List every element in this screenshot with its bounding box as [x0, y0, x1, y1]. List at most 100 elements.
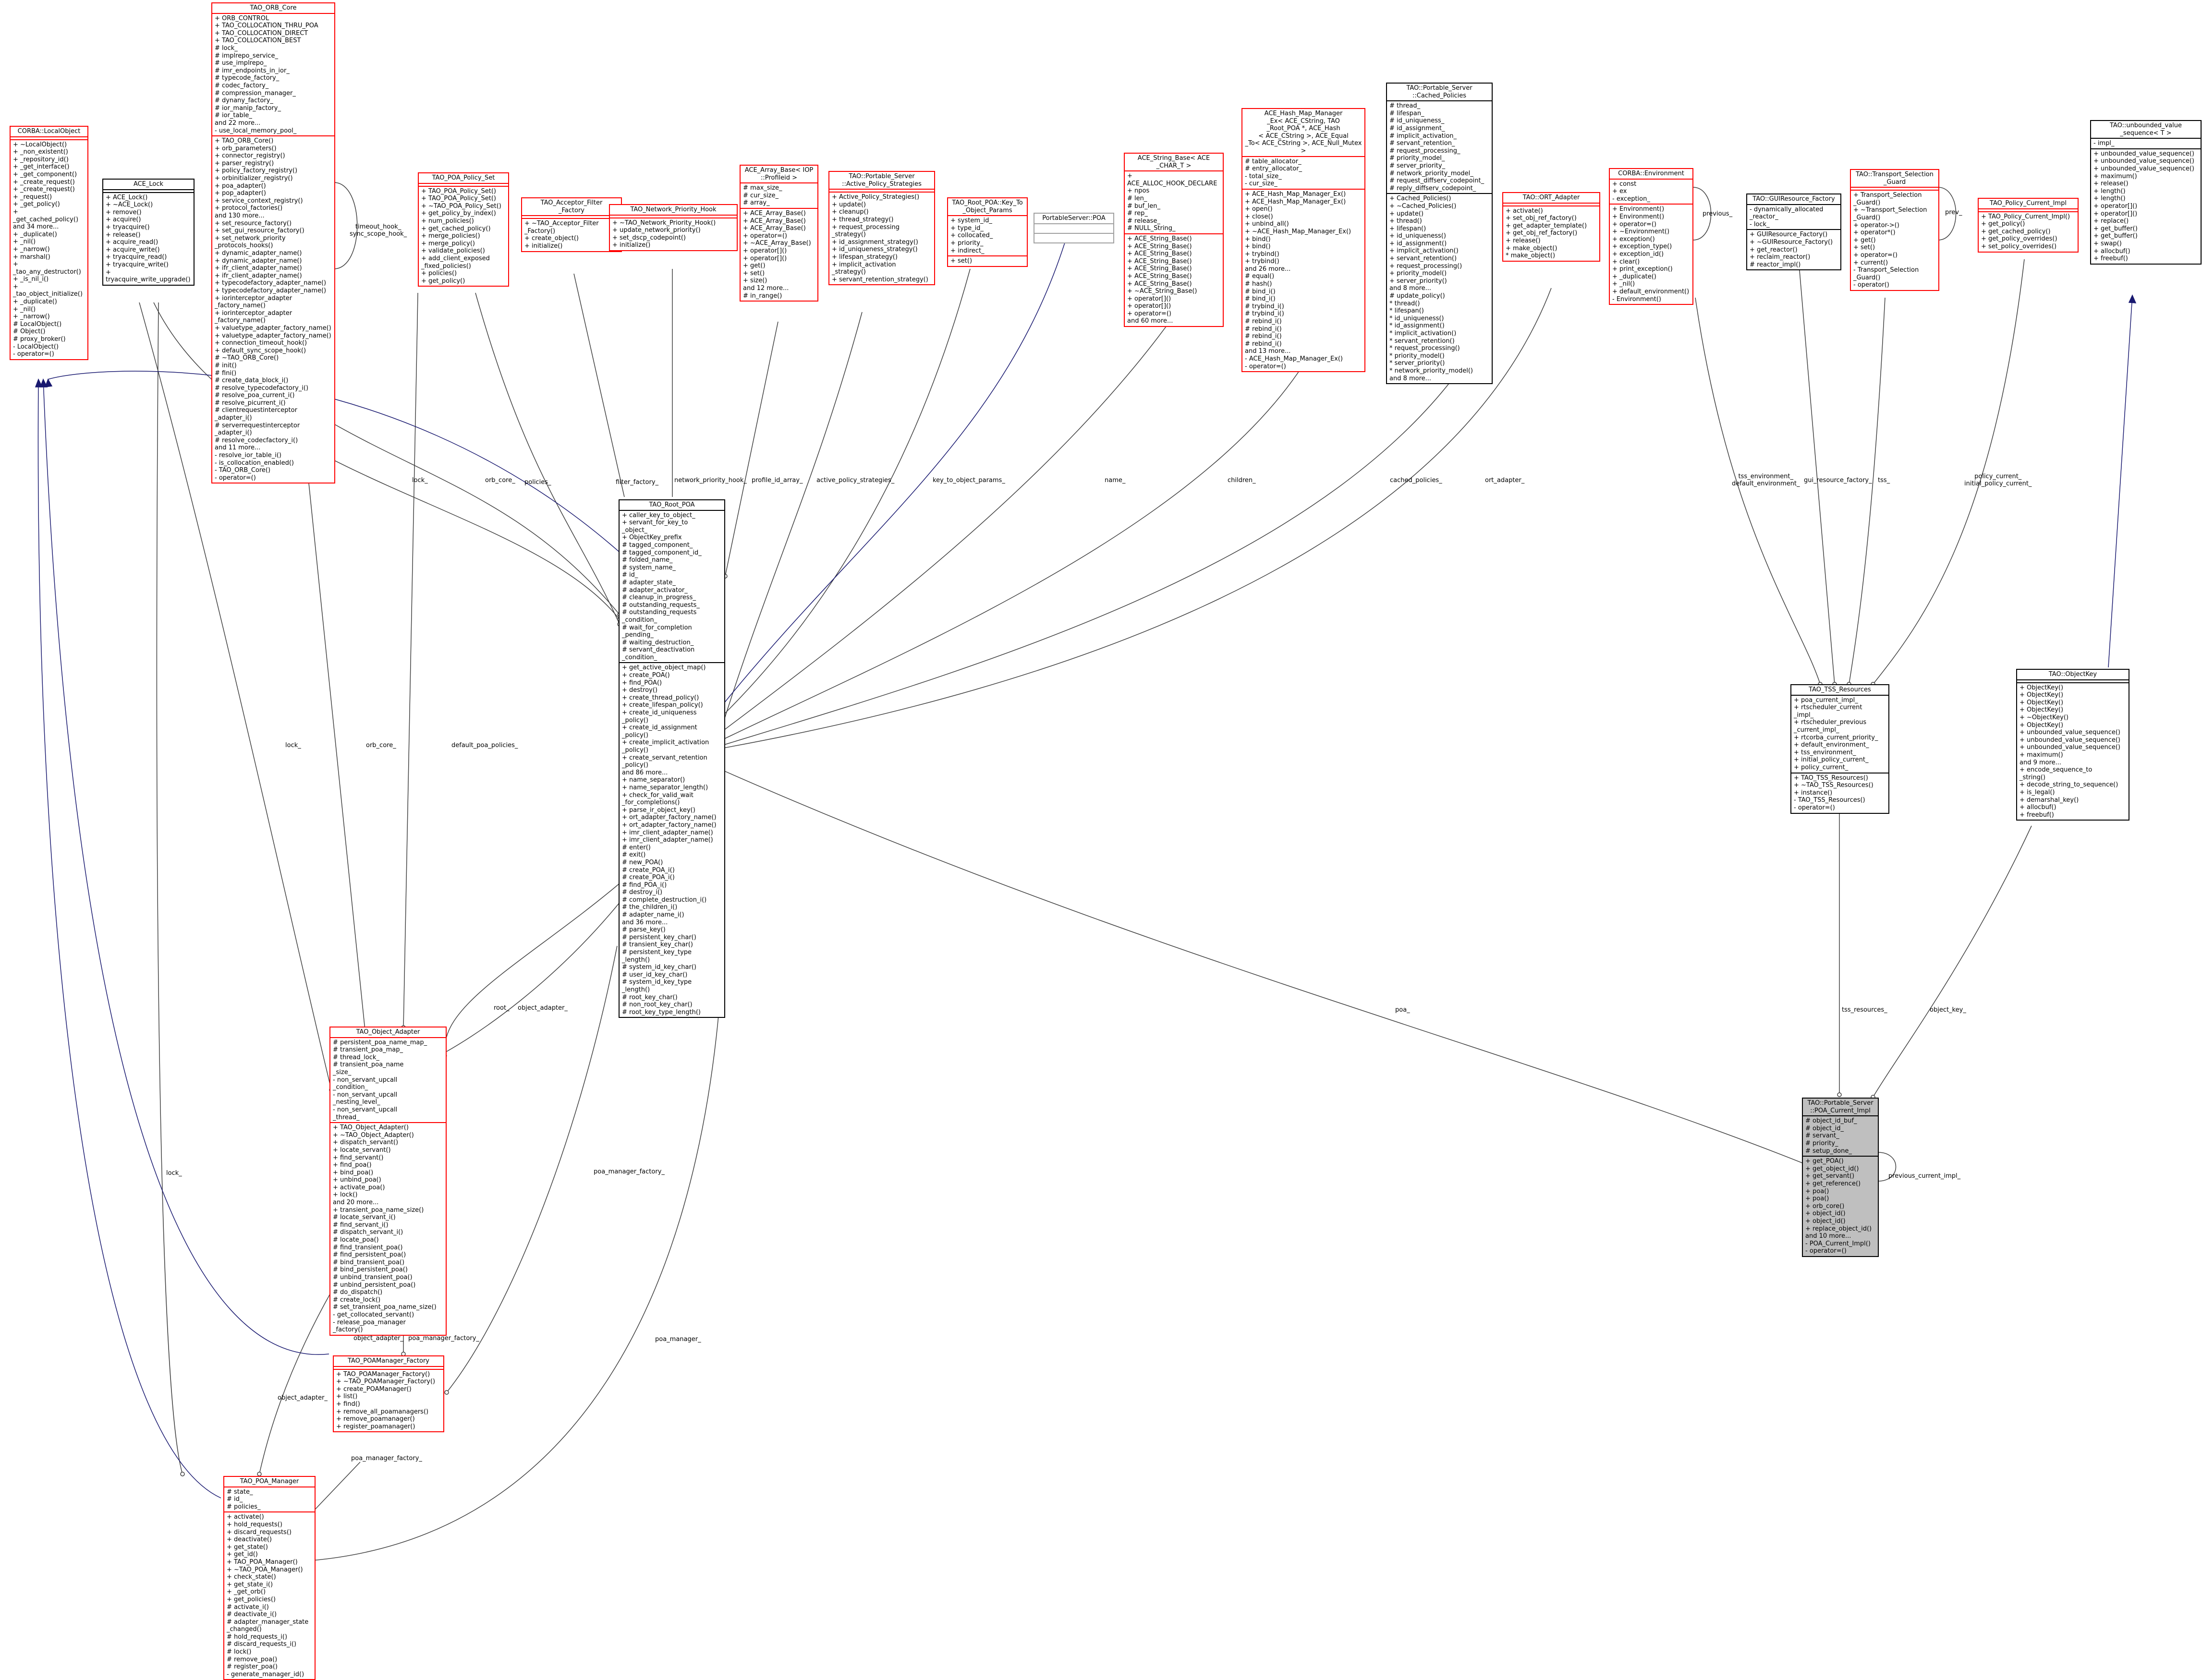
- edge-label-active-policy-strategies: active_policy_strategies_: [816, 477, 895, 484]
- class-tao-acceptor-filter-factory[interactable]: TAO_Acceptor_Filter _Factory + ~TAO_Acce…: [521, 197, 622, 252]
- class-attributes: + poa_current_impl_ + rtscheduler_curren…: [1791, 694, 1888, 773]
- class-attributes: + ACE_ALLOC_HOOK_DECLARE + npos # len_ #…: [1125, 170, 1223, 233]
- class-tao-cached-policies[interactable]: TAO::Portable_Server ::Cached_Policies #…: [1386, 83, 1493, 385]
- class-title: TAO::Portable_Server ::Cached_Policies: [1406, 85, 1472, 99]
- class-methods: + Transport_Selection _Guard() + ~Transp…: [1851, 190, 1938, 290]
- class-attributes: + const + ex - exception_: [1610, 178, 1692, 204]
- edge-label-ort-adapter: ort_adapter_: [1485, 477, 1525, 484]
- class-tao-object-adapter[interactable]: TAO_Object_Adapter # persistent_poa_name…: [329, 1027, 447, 1336]
- class-corba-localobject[interactable]: CORBA::LocalObject + ~LocalObject() + _n…: [10, 126, 88, 360]
- edge-orb-core-oa: [302, 422, 365, 1030]
- class-methods: + ACE_Array_Base() + ACE_Array_Base() + …: [741, 207, 817, 301]
- class-title: TAO::Portable_Server ::POA_Current_Impl: [1807, 1100, 1874, 1114]
- class-attributes: [11, 136, 87, 139]
- class-methods: + TAO_POAManager_Factory() + ~TAO_POAMan…: [334, 1368, 443, 1432]
- diamond-pm-c: [180, 1472, 185, 1476]
- class-attributes: [1979, 208, 2078, 211]
- edge-label-lock-low: lock_: [166, 1170, 182, 1177]
- class-attributes: [522, 215, 621, 218]
- class-tao-transport-selection-guard[interactable]: TAO::Transport_Selection _Guard + Transp…: [1850, 169, 1939, 291]
- edge-environment-self: [1692, 187, 1712, 241]
- class-tao-policy-current-impl[interactable]: TAO_Policy_Current_Impl + TAO_Policy_Cur…: [1978, 198, 2079, 253]
- class-title: ACE_String_Base< ACE _CHAR_T >: [1137, 155, 1210, 169]
- class-title: TAO_POA_Manager: [240, 1478, 299, 1485]
- edge-array-base-root-poa: [725, 321, 779, 577]
- class-attributes: # state_ # id_ # policies_: [224, 1486, 315, 1512]
- class-tao-objectkey[interactable]: TAO::ObjectKey + ObjectKey() + ObjectKey…: [2016, 669, 2129, 821]
- edge-label-gui-resource-factory: gui_resource_factory_: [1804, 477, 1872, 484]
- edge-label-lock-top: lock_: [412, 477, 428, 484]
- class-attributes: - impl_: [2091, 138, 2201, 148]
- class-tao-active-policy-strategies[interactable]: TAO::Portable_Server ::Active_Policy_Str…: [828, 171, 935, 286]
- class-methods: + activate() + hold_requests() + discard…: [224, 1511, 315, 1679]
- class-attributes: [419, 182, 508, 186]
- class-methods: + activate() + set_obj_ref_factory() + g…: [1503, 205, 1599, 261]
- class-title: TAO::Transport_Selection _Guard: [1856, 171, 1934, 186]
- class-attributes: [829, 189, 934, 192]
- edge-acceptor-filter-root-poa: [573, 273, 625, 497]
- class-methods: + set(): [948, 255, 1027, 266]
- edge-label-name: name_: [1105, 477, 1126, 484]
- class-ace-array-base[interactable]: ACE_Array_Base< IOP ::Profileid > # max_…: [740, 165, 818, 302]
- edge-label-network-priority-hook: network_priority_hook_: [674, 477, 747, 484]
- edge-label-tss-environment: tss_environment_ default_environment_: [1732, 473, 1800, 487]
- class-methods: + GUIResource_Factory() + ~GUIResource_F…: [1747, 229, 1840, 269]
- arrowhead-localobject-b: [39, 378, 48, 387]
- edge-orb-core-root-poa: [331, 422, 620, 615]
- class-attributes: # thread_ # lifespan_ # id_uniqueness_ #…: [1387, 100, 1492, 193]
- class-ace-hash-map-manager[interactable]: ACE_Hash_Map_Manager _Ex< ACE_CString, T…: [1241, 108, 1365, 373]
- edge-label-root: root_: [494, 1004, 510, 1012]
- class-poa-current-impl[interactable]: TAO::Portable_Server ::POA_Current_Impl …: [1802, 1098, 1879, 1257]
- class-methods: + ~TAO_Acceptor_Filter _Factory() + crea…: [522, 218, 621, 251]
- class-tao-unbounded-value-sequence[interactable]: TAO::unbounded_value _sequence< T > - im…: [2090, 120, 2202, 265]
- class-title: TAO::ORT_Adapter: [1522, 194, 1580, 201]
- edge-policy-current-tss: [1873, 259, 2025, 685]
- edge-label-profile-id-array: profile_id_array_: [752, 477, 803, 484]
- class-tao-tss-resources[interactable]: TAO_TSS_Resources + poa_current_impl_ + …: [1790, 684, 1889, 814]
- edge-orb-core-self: [333, 182, 358, 269]
- edge-root-poa-oa-root: [445, 883, 620, 1057]
- class-title: CORBA::LocalObject: [17, 128, 81, 135]
- edge-label-previous-current-impl: previous_current_impl_: [1888, 1172, 1961, 1180]
- class-tao-ort-adapter[interactable]: TAO::ORT_Adapter + activate() + set_obj_…: [1502, 192, 1600, 262]
- class-ace-string-base[interactable]: ACE_String_Base< ACE _CHAR_T > + ACE_ALL…: [1124, 153, 1224, 327]
- edge-label-object-adapter-mid: object_adapter_: [518, 1004, 568, 1012]
- class-attributes: + ORB_CONTROL + TAO_COLLOCATION_THRU_POA…: [212, 12, 334, 136]
- class-corba-environment[interactable]: CORBA::Environment + const + ex - except…: [1609, 168, 1693, 305]
- class-methods: + TAO_POA_Policy_Set() + TAO_POA_Policy_…: [419, 185, 508, 286]
- class-methods: + unbounded_value_sequence() + unbounded…: [2091, 148, 2201, 264]
- edge-label-object-key: object_key_: [1930, 1006, 1966, 1014]
- class-tao-gui-resource-factory[interactable]: TAO::GUIResource_Factory - dynamically_a…: [1746, 193, 1841, 271]
- class-tao-poa-manager[interactable]: TAO_POA_Manager # state_ # id_ # policie…: [223, 1476, 316, 1680]
- diamond-current-b: [1837, 1092, 1842, 1097]
- class-attributes: [1851, 187, 1938, 190]
- edge-label-object-adapter-left: object_adapter_: [278, 1394, 328, 1402]
- class-attributes: [610, 214, 737, 218]
- class-tao-network-priority-hook[interactable]: TAO_Network_Priority_Hook + ~TAO_Network…: [609, 204, 738, 251]
- class-title: ACE_Array_Base< IOP ::Profileid >: [744, 167, 814, 181]
- class-title: CORBA::Environment: [1618, 170, 1684, 177]
- class-tao-key-to-object-params[interactable]: TAO_Root_POA::Key_To _Object_Params + sy…: [947, 197, 1028, 267]
- class-portableserver-poa[interactable]: PortableServer::POA: [1034, 213, 1114, 243]
- diamond-pmf-a: [444, 1390, 449, 1395]
- edge-oa-poa-manager: [259, 1291, 332, 1475]
- class-attributes: [103, 189, 194, 192]
- class-tao-root-poa[interactable]: TAO_Root_POA + caller_key_to_object_ + s…: [619, 499, 725, 1018]
- edge-label-poa-manager-factory-b: poa_manager_factory_: [408, 1335, 479, 1342]
- class-methods: + ACE_Lock() + ~ACE_Lock() + remove() + …: [103, 192, 194, 285]
- edge-label-poa-manager: poa_manager_: [655, 1336, 701, 1343]
- class-methods: + TAO_ORB_Core() + orb_parameters() + co…: [212, 135, 334, 483]
- edge-label-orb-core-mid: orb_core_: [366, 742, 396, 749]
- edge-lock-root-poa: [153, 302, 620, 620]
- class-ace-lock[interactable]: ACE_Lock + ACE_Lock() + ~ACE_Lock() + re…: [102, 179, 195, 286]
- edge-label-children: children_: [1228, 477, 1256, 484]
- class-title: TAO::ObjectKey: [2048, 671, 2097, 678]
- class-title: TAO_Network_Priority_Hook: [630, 206, 717, 213]
- class-tao-orb-core[interactable]: TAO_ORB_Core + ORB_CONTROL + TAO_COLLOCA…: [211, 2, 335, 484]
- arrowhead-sequence: [2128, 294, 2137, 303]
- class-tao-poa-policy-set[interactable]: TAO_POA_Policy_Set + TAO_POA_Policy_Set(…: [418, 172, 509, 287]
- edge-label-previous: previous_: [1703, 210, 1733, 218]
- class-methods: + ObjectKey() + ObjectKey() + ObjectKey(…: [2017, 682, 2129, 820]
- class-tao-poamanager-factory[interactable]: TAO_POAManager_Factory + TAO_POAManager_…: [333, 1355, 444, 1433]
- class-title: TAO_POA_Policy_Set: [432, 174, 495, 181]
